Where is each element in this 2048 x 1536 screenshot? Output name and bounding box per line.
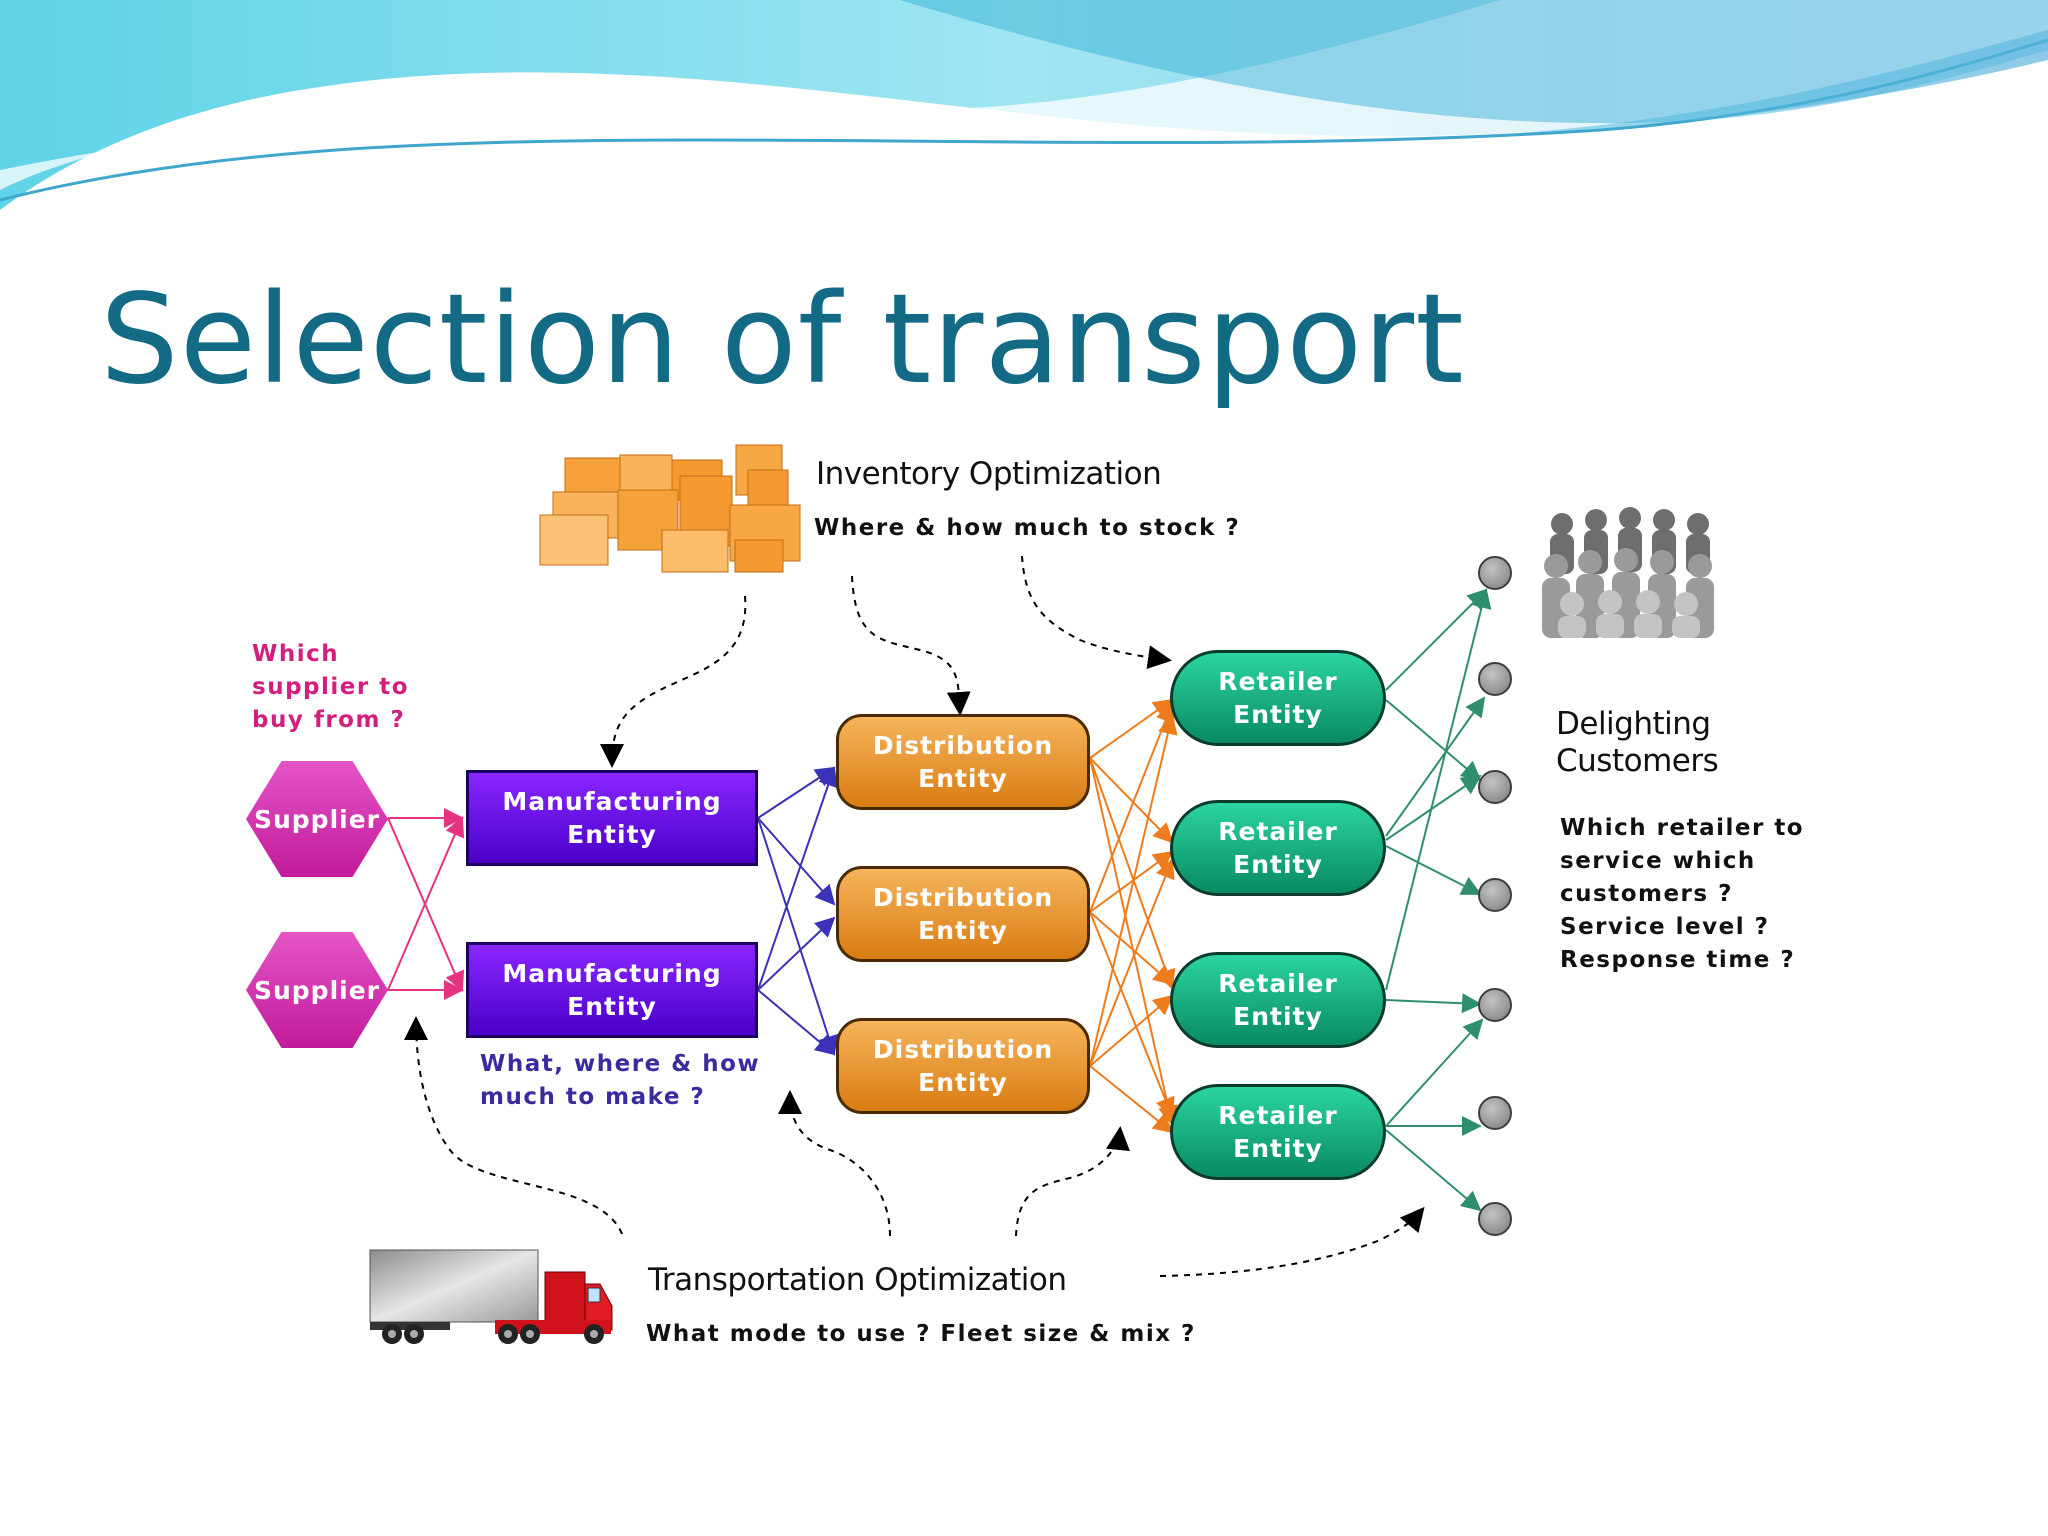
distribution-flows	[1089, 698, 1178, 1134]
distribution-node-label: Distribution Entity	[872, 731, 1054, 793]
distribution-node-label: Distribution Entity	[872, 883, 1054, 945]
retailer-node-label: Retailer Entity	[1218, 667, 1338, 729]
supplier-node-label: Supplier	[253, 975, 381, 1005]
customer-node	[1478, 988, 1512, 1022]
supplier-node-label: Supplier	[253, 804, 381, 834]
supplier-question: Which supplier to buy from ?	[252, 641, 410, 733]
retailer-node: Retailer Entity	[1170, 800, 1386, 896]
inventory-question: Where & how much to stock ?	[814, 515, 1241, 541]
retailer-node: Retailer Entity	[1170, 1084, 1386, 1180]
distribution-node-label: Distribution Entity	[872, 1035, 1054, 1097]
retailer-flows	[1385, 588, 1492, 1212]
customers-heading: Delighting Customers	[1556, 706, 1719, 779]
manufacturing-flows	[757, 766, 839, 1056]
retailer-node-label: Retailer Entity	[1218, 817, 1338, 879]
header-wave-decoration	[0, 0, 2048, 240]
manufacturing-node-label: Manufacturing Entity	[502, 787, 722, 849]
manufacturing-question: What, where & how much to make ?	[480, 1051, 761, 1110]
customers-question: Which retailer to service which customer…	[1560, 815, 1805, 973]
customer-node	[1478, 1096, 1512, 1130]
retailer-node-label: Retailer Entity	[1218, 1101, 1338, 1163]
customer-node	[1478, 556, 1512, 590]
crowd-icon	[1540, 507, 1724, 638]
customer-node	[1478, 878, 1512, 912]
truck-icon	[369, 1249, 613, 1344]
optimization-arrows	[404, 555, 1425, 1277]
transportation-question: What mode to use ? Fleet size & mix ?	[646, 1321, 1196, 1347]
transportation-heading: Transportation Optimization	[648, 1262, 1067, 1298]
distribution-node: Distribution Entity	[836, 1018, 1090, 1114]
retailer-node: Retailer Entity	[1170, 952, 1386, 1048]
customer-node	[1478, 662, 1512, 696]
retailer-node: Retailer Entity	[1170, 650, 1386, 746]
manufacturing-node: Manufacturing Entity	[466, 770, 758, 866]
manufacturing-node: Manufacturing Entity	[466, 942, 758, 1038]
distribution-node: Distribution Entity	[836, 714, 1090, 810]
customer-node	[1478, 770, 1512, 804]
customer-node	[1478, 1202, 1512, 1236]
boxes-icon	[539, 444, 801, 573]
retailer-node-label: Retailer Entity	[1218, 969, 1338, 1031]
distribution-node: Distribution Entity	[836, 866, 1090, 962]
supplier-flows	[387, 808, 465, 1000]
inventory-heading: Inventory Optimization	[816, 456, 1162, 492]
slide-title: Selection of transport	[100, 268, 1465, 412]
manufacturing-node-label: Manufacturing Entity	[502, 959, 722, 1021]
